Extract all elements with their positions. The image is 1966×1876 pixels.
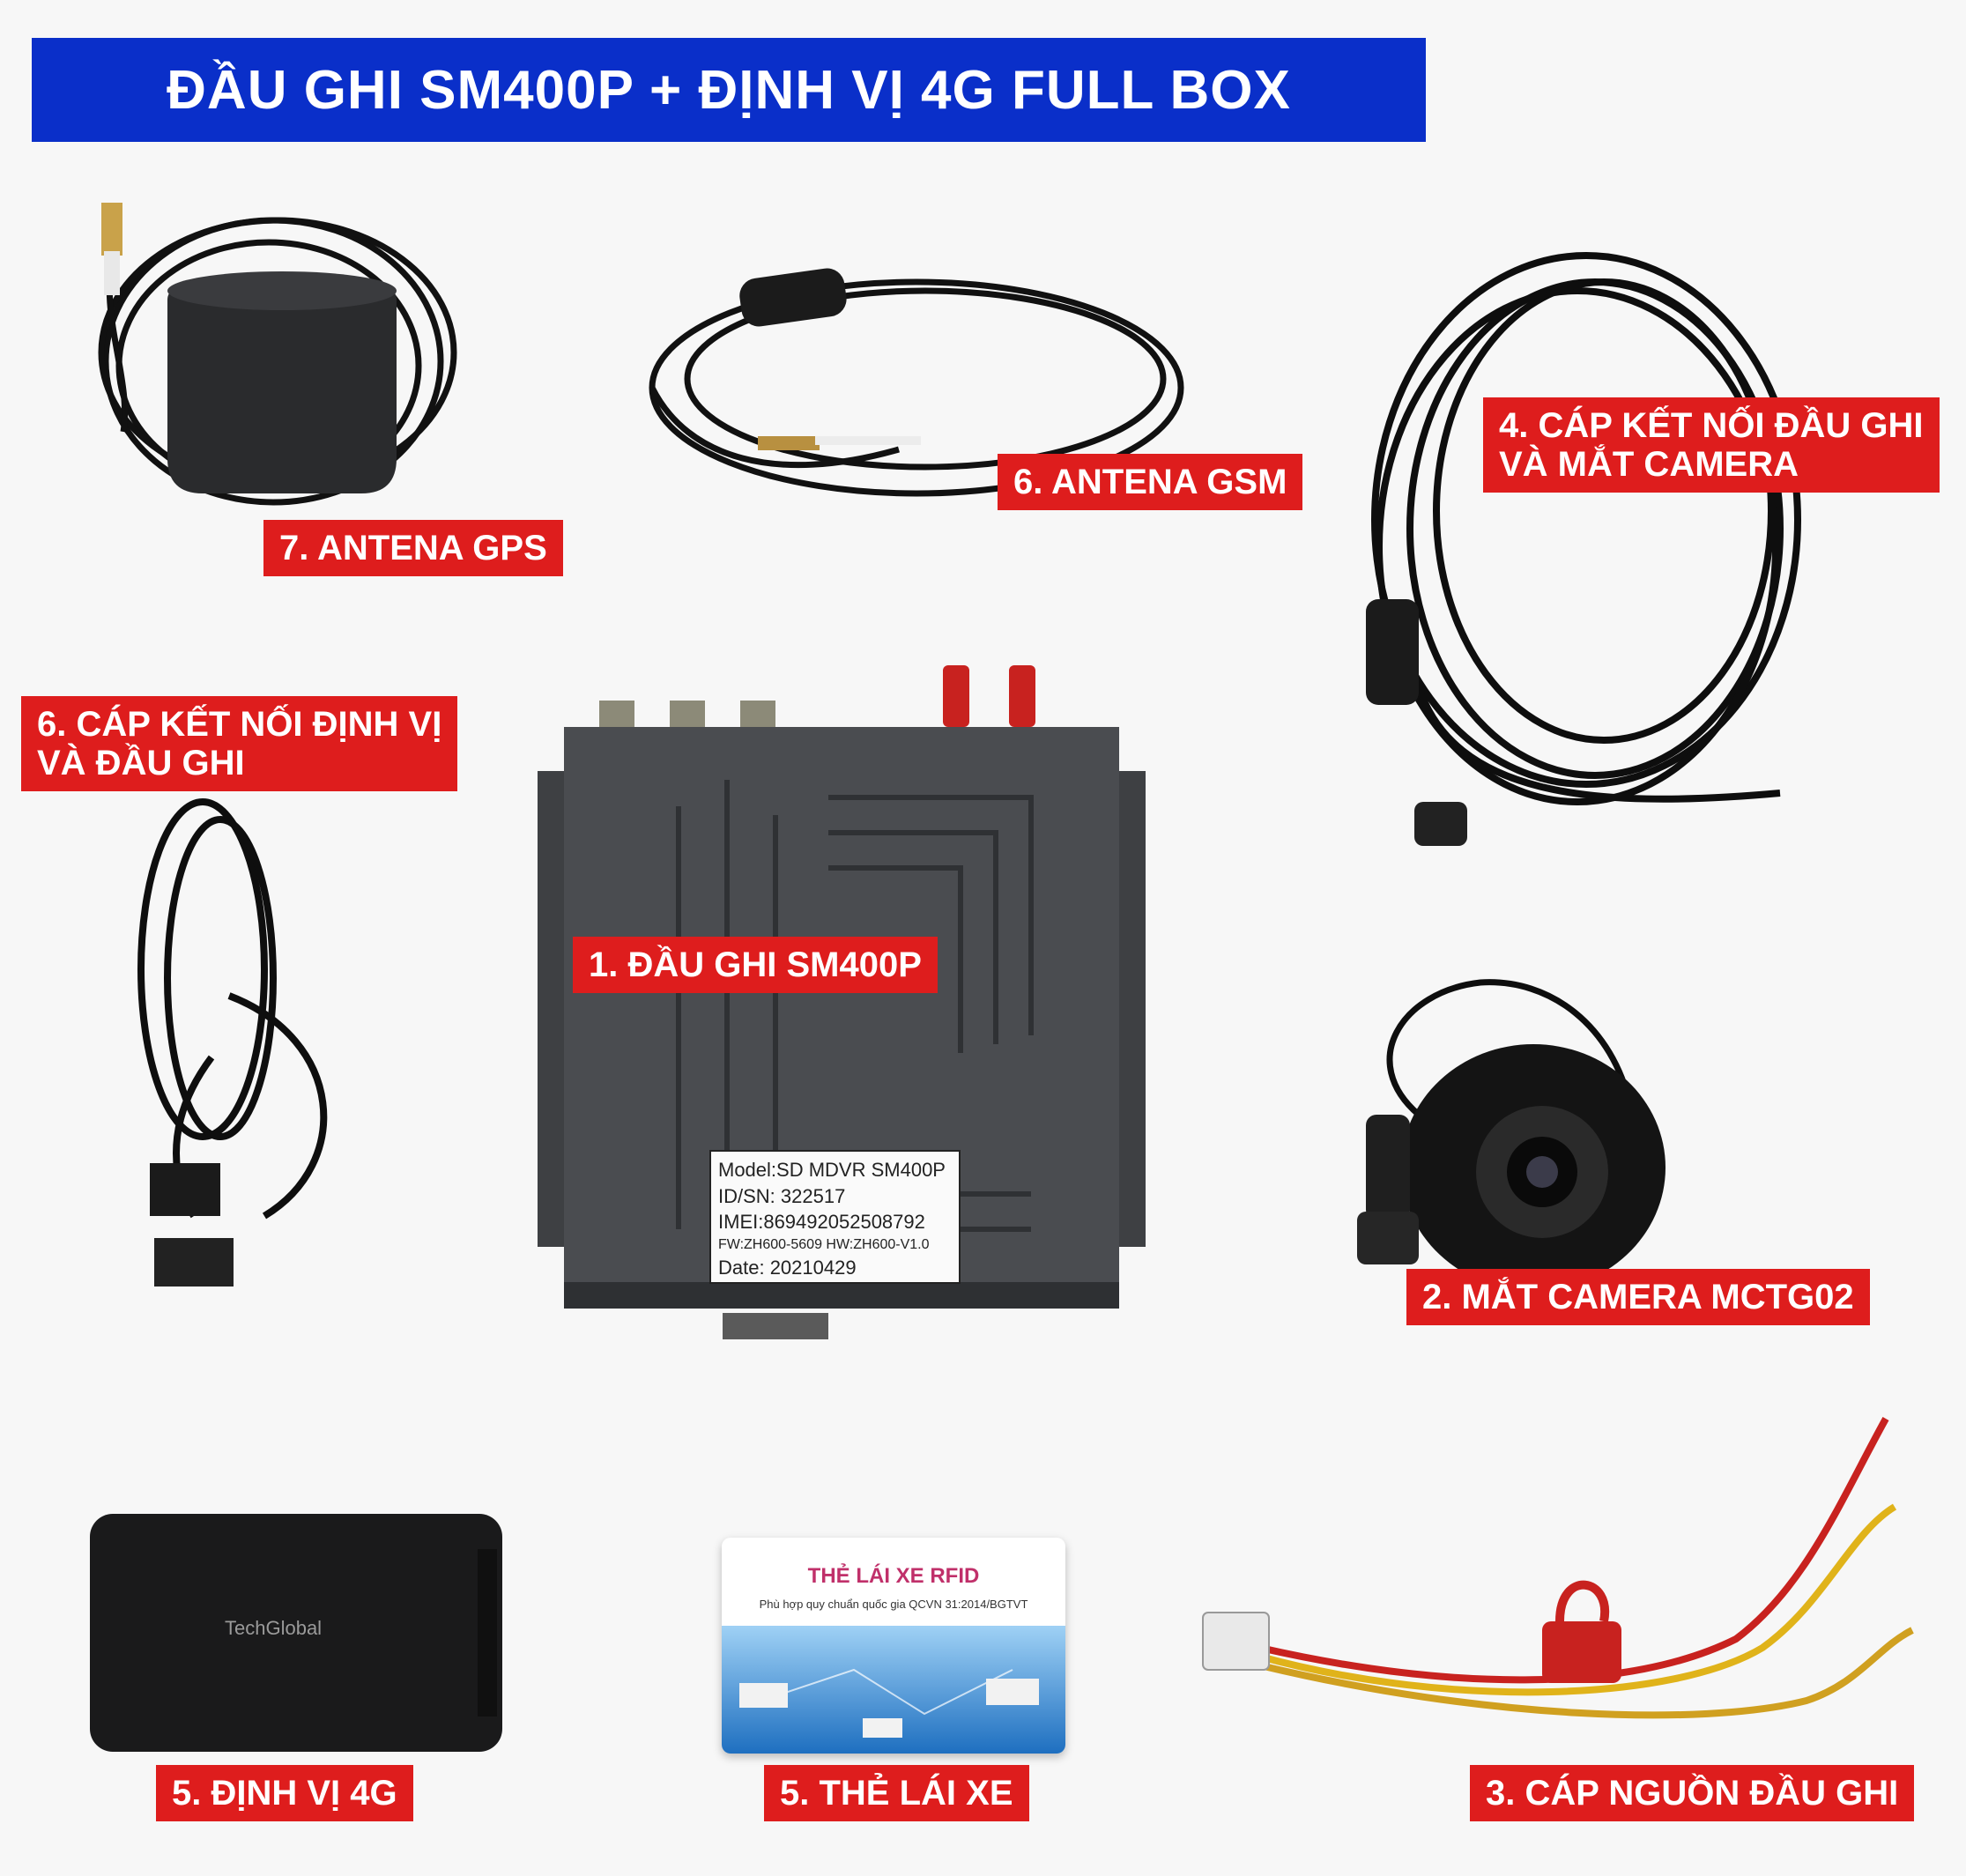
locator-brand-logo: TechGlobal xyxy=(225,1617,323,1639)
rfid-card-image: THẺ LÁI XE RFID Phù hợp quy chuẩn quốc g… xyxy=(722,1538,1065,1754)
device-model: Model:SD MDVR SM400P xyxy=(718,1159,946,1181)
locator-device-image xyxy=(90,1514,502,1752)
locator-cable-label-line1: 6. CÁP KẾT NỐI ĐỊNH VỊ xyxy=(37,705,442,744)
camera-cable-label: 4. CÁP KẾT NỐI ĐẦU GHI VÀ MẮT CAMERA xyxy=(1483,397,1940,493)
locator-cable-label-line2: VÀ ĐẦU GHI xyxy=(37,744,245,782)
rfid-card-subtitle: Phù hợp quy chuẩn quốc gia QCVN 31:2014/… xyxy=(759,1598,1028,1611)
gps-antenna-image xyxy=(79,203,467,520)
gps-antenna-label: 7. ANTENA GPS xyxy=(263,520,563,576)
camera-cable-label-line2: VÀ MẮT CAMERA xyxy=(1499,445,1799,484)
device-date: Date: 20210429 xyxy=(718,1256,857,1279)
locator-cable-image xyxy=(123,793,361,1304)
recorder-label: 1. ĐẦU GHI SM400P xyxy=(573,937,938,993)
device-sn: ID/SN: 322517 xyxy=(718,1184,846,1207)
camera-image xyxy=(1322,974,1674,1300)
recorder-device-label: Model:SD MDVR SM400P ID/SN: 322517 IMEI:… xyxy=(709,1150,961,1284)
gsm-antenna-image xyxy=(634,256,1198,529)
locator-label: 5. ĐỊNH VỊ 4G xyxy=(156,1765,413,1821)
page-title: ĐẦU GHI SM400P + ĐỊNH VỊ 4G FULL BOX xyxy=(32,38,1426,142)
power-cable-image xyxy=(1190,1410,1921,1762)
locator-cable-label: 6. CÁP KẾT NỐI ĐỊNH VỊ VÀ ĐẦU GHI xyxy=(21,696,458,791)
camera-cable-label-line1: 4. CÁP KẾT NỐI ĐẦU GHI xyxy=(1499,406,1924,445)
driver-card-label: 5. THẺ LÁI XE xyxy=(764,1765,1029,1821)
device-imei: IMEI:869492052508792 xyxy=(718,1211,925,1234)
power-cable-label: 3. CÁP NGUỒN ĐẦU GHI xyxy=(1470,1765,1915,1821)
gsm-antenna-label: 6. ANTENA GSM xyxy=(998,454,1303,510)
camera-cable-image xyxy=(1322,229,1815,872)
device-fw-hw: FW:ZH600-5609 HW:ZH600-V1.0 xyxy=(718,1237,930,1253)
rfid-card-title: THẺ LÁI XE RFID xyxy=(807,1564,980,1588)
camera-label: 2. MẮT CAMERA MCTG02 xyxy=(1406,1269,1870,1325)
